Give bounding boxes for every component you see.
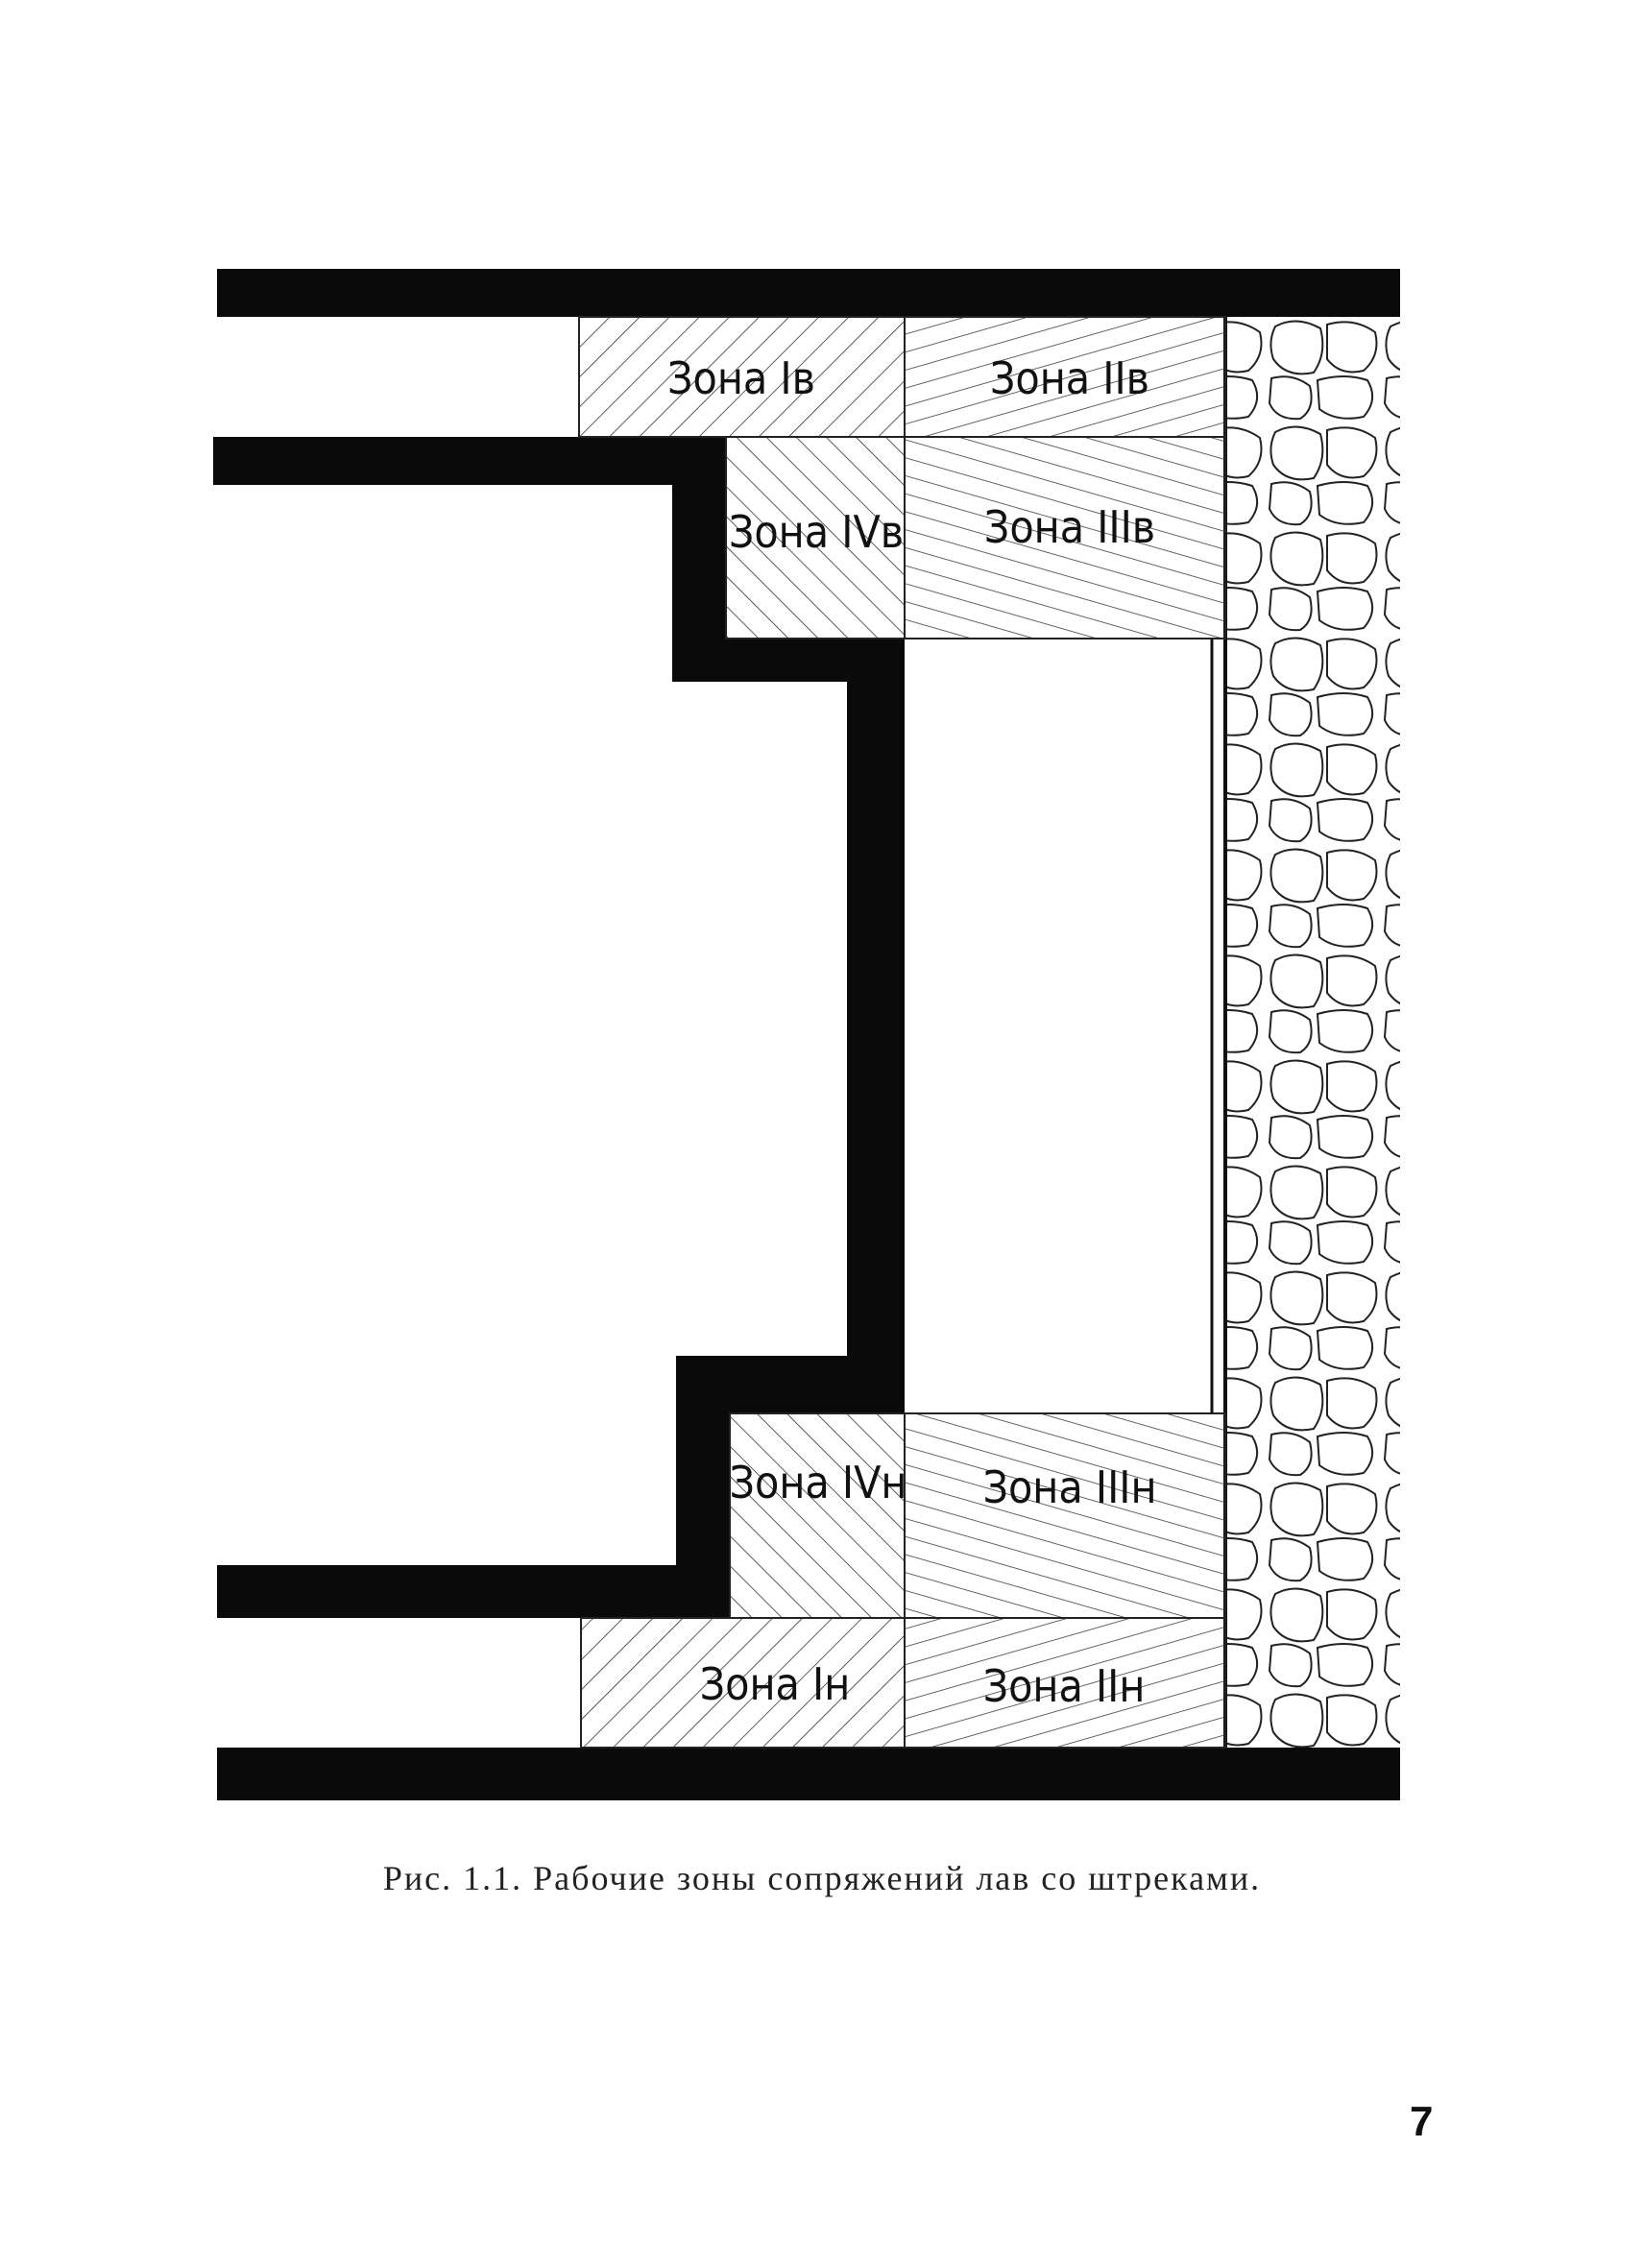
zone-label-upper-II: Зона IIв bbox=[990, 352, 1149, 404]
zone-IVв: Зона IVв bbox=[725, 436, 906, 639]
zone-label-lower-II: Зона IIн bbox=[983, 1660, 1146, 1712]
zone-label-upper-I: Зона Iв bbox=[667, 352, 815, 404]
zone-Iв: Зона Iв bbox=[578, 316, 906, 438]
figure-caption: Рис. 1.1. Рабочие зоны сопряжений лав со… bbox=[382, 1859, 1262, 1897]
lower-roadway-wall bbox=[217, 1356, 905, 1618]
page-number: 7 bbox=[1410, 2098, 1434, 2145]
upper-roadway-roof bbox=[217, 269, 1400, 317]
lower-roadway-floor bbox=[217, 1748, 1400, 1800]
zone-label-lower-IV: Зона IVн bbox=[730, 1457, 907, 1508]
zone-Iн: Зона Iн bbox=[580, 1617, 906, 1749]
zone-label-lower-III: Зона IIIн bbox=[982, 1461, 1156, 1513]
zone-label-upper-IV: Зона IVв bbox=[729, 506, 904, 558]
zone-IVн: Зона IVн bbox=[729, 1412, 907, 1619]
rubble-zone bbox=[1225, 317, 1400, 1748]
zone-IIн: Зона IIн bbox=[904, 1617, 1226, 1749]
zone-IIв: Зона IIв bbox=[904, 316, 1226, 438]
zone-IIIн: Зона IIIн bbox=[904, 1412, 1226, 1619]
zone-label-upper-III: Зона IIIв bbox=[984, 501, 1155, 553]
zone-IIIв: Зона IIIв bbox=[904, 436, 1226, 639]
upper-roadway-wall bbox=[213, 437, 905, 1402]
zone-label-lower-I: Зона Iн bbox=[700, 1658, 851, 1710]
